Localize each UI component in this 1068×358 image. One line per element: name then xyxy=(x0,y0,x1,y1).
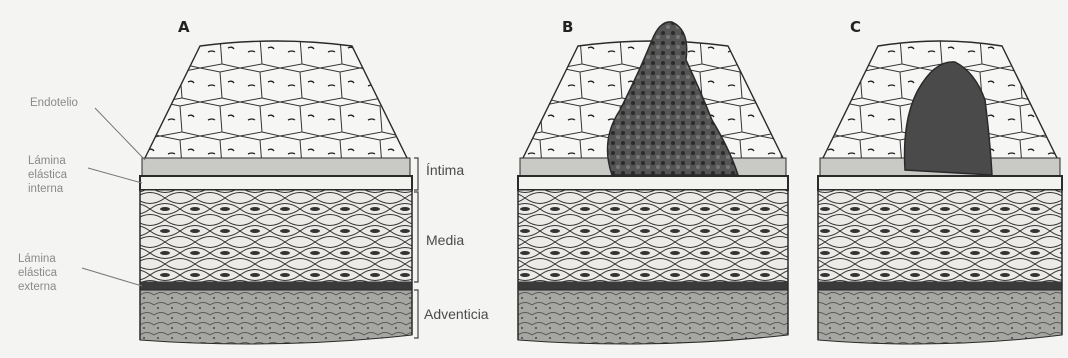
internal-elastic-lamina-a xyxy=(140,176,412,190)
panel-letter-b: B xyxy=(562,18,573,36)
external-elastic-lamina-b xyxy=(518,282,788,290)
bracket-intima xyxy=(414,158,418,190)
internal-elastic-lamina-b xyxy=(518,176,788,190)
label-lamina-interna: Lámina elástica interna xyxy=(28,154,67,196)
label-lamina-interna-line2: elástica xyxy=(28,168,67,182)
leader-lamina-externa xyxy=(82,268,142,286)
adventitia-layer-c xyxy=(818,290,1062,344)
label-lamina-externa-line2: elástica xyxy=(18,266,57,280)
media-layer-b xyxy=(518,190,788,282)
media-layer-c xyxy=(818,190,1062,282)
bracket-adventicia xyxy=(414,290,418,338)
adventitia-layer-a xyxy=(140,290,412,344)
layer-label-media: Media xyxy=(426,232,464,248)
label-lamina-interna-line1: Lámina xyxy=(28,154,67,168)
panel-letter-c: C xyxy=(850,18,861,36)
bracket-media xyxy=(414,192,418,282)
layer-label-adventicia: Adventicia xyxy=(424,306,489,322)
label-endotelio: Endotelio xyxy=(30,96,78,110)
layer-label-intima: Íntima xyxy=(426,162,464,178)
external-elastic-lamina-a xyxy=(140,282,412,290)
internal-elastic-lamina-c xyxy=(818,176,1062,190)
media-layer-a xyxy=(140,190,412,282)
label-lamina-interna-line3: interna xyxy=(28,182,67,196)
endothelium-a xyxy=(144,41,408,160)
external-elastic-lamina-c xyxy=(818,282,1062,290)
adventitia-layer-b xyxy=(518,290,788,344)
leader-endotelio xyxy=(95,108,145,160)
label-lamina-externa: Lámina elástica externa xyxy=(18,252,57,294)
intima-band-a xyxy=(142,158,410,176)
label-lamina-externa-line1: Lámina xyxy=(18,252,57,266)
leader-lamina-interna xyxy=(88,168,142,183)
label-lamina-externa-line3: externa xyxy=(18,280,57,294)
panel-letter-a: A xyxy=(178,18,190,36)
